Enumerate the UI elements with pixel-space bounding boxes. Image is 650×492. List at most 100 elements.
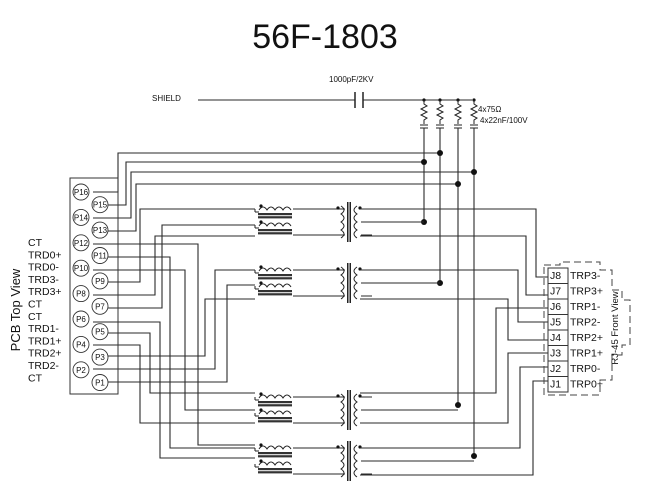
rj45-outline [543,261,631,396]
pcb-pin-p11: P11 [91,247,109,264]
wire-p10 [93,269,255,411]
pcb-pin-p13: P13 [91,221,109,239]
svg-text:TRP2-: TRP2- [570,317,601,329]
pcb-pin-p6: P6 [72,310,90,328]
rc-termination-4 [469,98,479,129]
svg-text:P6: P6 [76,315,86,324]
wire-j4 [360,307,548,394]
svg-text:J3: J3 [550,348,561,360]
svg-text:P16: P16 [74,188,89,197]
svg-text:J8: J8 [550,270,561,282]
wire-p4 [93,344,255,424]
pcb-signal-label: TRD3- [28,274,59,286]
pcb-signal-label: TRD1+ [28,335,62,347]
wire-p15 [108,161,424,206]
rj45-pin-j8: J8 TRP3- [550,270,601,282]
rc-termination-3 [453,98,463,129]
rj45-pin-j3: J3 TRP1+ [548,345,603,360]
shield-label: SHIELD [152,94,181,103]
pcb-pin-p14: P14 [72,208,90,226]
wire-p8 [93,235,255,296]
part-number-title: 56F-1803 [252,18,398,56]
svg-text:J2: J2 [550,363,561,375]
pcb-pin-p15: P15 [91,196,109,214]
pcb-signal-label: TRD2+ [28,348,62,360]
pcb-pin-p4: P4 [72,335,90,353]
rj45-pin-j7: J7 TRP3+ [548,283,603,298]
rj45-pin-j6: J6 TRP1- [548,298,601,313]
rj45-pin-j4: J4 TRP2+ [548,329,603,344]
svg-text:TRP1-: TRP1- [570,301,601,313]
pcb-pin-p2: P2 [72,361,90,379]
wire-j3 [360,352,548,424]
svg-text:J4: J4 [550,332,561,344]
pcb-signal-label: TRD3+ [28,286,62,298]
wire-p14 [93,171,474,219]
wire-j8 [360,208,548,278]
rj45-front-view-label: RJ-45 Front View [610,291,621,364]
pcb-signal-label: TRD0- [28,262,59,274]
svg-text:P4: P4 [76,340,86,349]
wire-p13 [108,183,458,232]
rc-termination-1 [419,98,429,129]
wire-p1 [108,284,255,383]
svg-text:P13: P13 [93,226,108,235]
svg-text:P5: P5 [95,328,105,337]
resistor-array-label: 4x75Ω [478,105,501,114]
pcb-signal-label: TRD0+ [28,249,62,261]
wire-p6 [93,321,255,459]
svg-text:J1: J1 [550,379,561,391]
transformer-channels [254,201,474,482]
pcb-connector [69,177,119,395]
pcb-pin-p10: P10 [72,259,90,277]
svg-text:P7: P7 [95,302,105,311]
pcb-pin-p9: P9 [91,272,109,290]
shield-capacitor-label: 1000pF/2KV [329,75,374,84]
svg-text:P15: P15 [93,201,108,210]
svg-text:J6: J6 [550,301,561,313]
svg-text:P10: P10 [74,264,89,273]
magnetics-channel-2 [254,262,440,304]
svg-text:TRP3+: TRP3+ [570,286,603,298]
wire-j5 [360,298,548,341]
svg-text:TRP0+: TRP0+ [570,379,603,391]
svg-text:P11: P11 [93,252,107,261]
pcb-pin-p1: P1 [91,374,109,391]
pcb-signal-label: CT [28,372,43,384]
pcb-pin-p8: P8 [72,285,90,303]
svg-text:P8: P8 [76,290,86,299]
svg-text:P9: P9 [95,277,105,286]
wire-j7 [360,235,548,296]
svg-text:P2: P2 [76,366,86,375]
svg-text:TRP1+: TRP1+ [570,348,603,360]
rj45-pin-j1: J1 TRP0+ [548,376,603,391]
svg-text:TRP0-: TRP0- [570,363,601,375]
wire-p5 [108,332,255,394]
wire-j6 [360,269,548,323]
pcb-pin-p3: P3 [91,348,109,366]
wire-p16 [93,152,440,193]
svg-text:TRP2+: TRP2+ [570,332,603,344]
pcb-pin-p7: P7 [91,297,109,315]
pcb-pin-p12: P12 [72,234,90,252]
pcb-signal-label: CT [28,311,43,323]
svg-text:TRP3-: TRP3- [570,270,601,282]
wire-j2 [360,366,548,449]
junction-dots [421,150,477,459]
svg-text:P12: P12 [74,239,89,248]
pcb-top-view-label: PCB Top View [8,268,23,351]
wire-p11 [108,256,255,449]
pcb-signal-label: TRD1- [28,323,59,335]
shield-capacitor-icon [354,92,364,108]
pcb-pin-p16: P16 [72,183,90,201]
rc-termination-array [419,98,479,129]
svg-text:J7: J7 [550,286,561,298]
pcb-signal-label: CT [28,237,43,249]
pcb-pin-p5: P5 [91,323,109,341]
wire-p3 [108,298,255,357]
wire-p12 [93,243,255,446]
